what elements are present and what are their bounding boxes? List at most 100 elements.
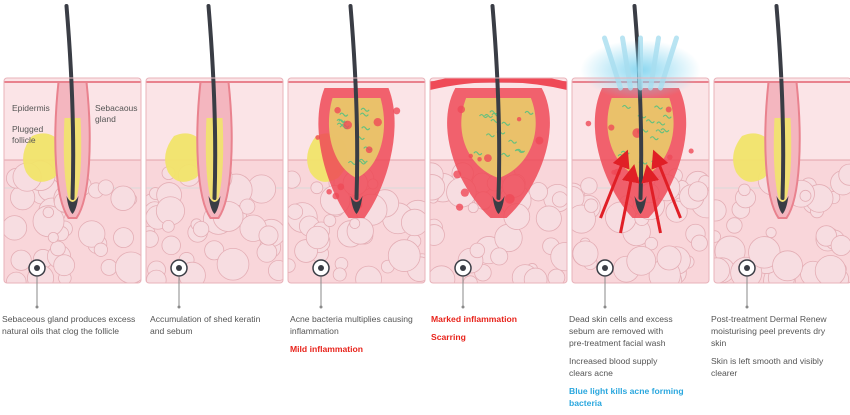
inflammation-dot — [315, 135, 321, 140]
blood-flow-arrow — [599, 149, 630, 219]
inflammation-dot — [337, 183, 345, 191]
fat-cell — [258, 225, 279, 246]
stage-marker-dot — [318, 265, 324, 271]
caption-6-line-1: Post-treatment Dermal Renew — [711, 314, 827, 324]
bacteria — [660, 128, 670, 133]
fat-cell — [765, 227, 777, 239]
bacteria — [485, 133, 495, 138]
inflammation-dot — [334, 106, 341, 114]
leader-dot — [177, 305, 181, 309]
fat-cell — [355, 265, 382, 283]
caption-1-line-1: Sebaceous gland produces excess — [2, 314, 136, 324]
blood-flow-arrow — [651, 149, 682, 219]
leader-dot — [319, 305, 323, 309]
hair-bulb — [776, 196, 789, 214]
inflammation-dot — [667, 154, 673, 160]
caption-4-red-2: Scarring — [431, 332, 466, 342]
fat-cell — [550, 242, 567, 272]
bacteria — [501, 152, 511, 157]
label-plugged-follicle-1: Plugged — [12, 124, 43, 134]
fat-cell — [626, 246, 657, 276]
fat-cell — [192, 220, 210, 238]
caption-5-line-4: Increased blood supply — [569, 356, 658, 366]
fat-cell — [50, 240, 66, 257]
stage-marker-dot — [744, 265, 750, 271]
inflammation-dot — [468, 153, 473, 159]
inflammation-dot — [608, 124, 615, 131]
leader-dot — [745, 305, 749, 309]
fat-cell — [387, 239, 421, 272]
inflammation-dot — [477, 157, 482, 162]
caption-stage-1: Sebaceous gland produces excess natural o… — [2, 313, 144, 343]
leader-dot — [603, 305, 607, 309]
fat-cell — [113, 227, 134, 249]
fat-cell — [490, 247, 509, 266]
hair-bulb — [634, 196, 647, 214]
blood-flow-arrow — [641, 164, 662, 234]
fat-cell — [93, 242, 108, 257]
bacteria — [361, 126, 371, 131]
fat-cell — [814, 255, 847, 283]
caption-2-line-1: Accumulation of shed keratin — [150, 314, 261, 324]
fat-cell — [772, 250, 803, 282]
caption-3-line-1: Acne bacteria multiplies causing — [290, 314, 413, 324]
captions-row: Sebaceous gland produces excess natural o… — [0, 313, 850, 414]
fat-cell — [656, 245, 682, 271]
fat-cell — [430, 174, 446, 201]
fat-cell — [523, 267, 548, 283]
fat-cell — [714, 230, 721, 243]
fat-cell — [584, 198, 599, 213]
label-sebaceous-gland-1: Sebacaous — [95, 103, 138, 113]
bacteria — [655, 129, 665, 134]
fat-cell — [400, 208, 425, 237]
fat-cell — [288, 203, 304, 220]
panel-border — [3, 77, 142, 284]
inflammation-dot — [460, 188, 469, 197]
skin-panel-3 — [287, 4, 426, 309]
fat-cell — [305, 225, 330, 250]
blue-light-ray — [658, 35, 679, 91]
fat-cell — [467, 202, 479, 214]
skin-panel-1 — [3, 4, 142, 309]
inflammation-dot — [688, 148, 694, 154]
bacteria — [653, 105, 663, 110]
leader-dot — [35, 305, 39, 309]
bacteria — [360, 107, 370, 112]
fat-cell — [323, 214, 337, 227]
caption-6-line-3: skin — [711, 338, 727, 348]
fat-cell — [146, 230, 159, 248]
fat-cell — [10, 249, 32, 271]
stage-marker-dot — [602, 265, 608, 271]
caption-6-line-2: moisturising peel prevents dry — [711, 326, 826, 336]
fat-cell — [714, 257, 730, 283]
fat-cell — [204, 240, 225, 261]
inflammation-dot — [516, 117, 522, 122]
panel-border — [571, 77, 710, 284]
fat-cell — [310, 181, 324, 195]
fat-cell — [78, 220, 106, 248]
fat-cell — [268, 260, 283, 281]
fat-cell — [97, 179, 114, 196]
hair-bulb — [350, 196, 363, 214]
caption-1-line-2: natural oils that clog the follicle — [2, 326, 120, 336]
hair-shaft — [348, 4, 360, 200]
fat-cell — [288, 170, 301, 189]
bacteria — [524, 110, 534, 115]
caption-5-line-3: pre-treatment facial wash — [569, 338, 666, 348]
inflammation-dot — [484, 154, 492, 163]
caption-6-line-5: clearer — [711, 368, 738, 378]
panel-border — [713, 77, 850, 284]
inflammation-dot — [535, 136, 544, 145]
skin-panel-5 — [571, 4, 710, 309]
inflammation-dot — [457, 105, 466, 114]
fat-cell — [216, 247, 250, 281]
fat-cell — [110, 185, 136, 211]
skin-panel-2 — [145, 4, 284, 309]
bacteria — [358, 158, 368, 163]
fat-cell — [162, 219, 175, 233]
leader-dot — [461, 305, 465, 309]
fat-cell — [815, 225, 837, 247]
